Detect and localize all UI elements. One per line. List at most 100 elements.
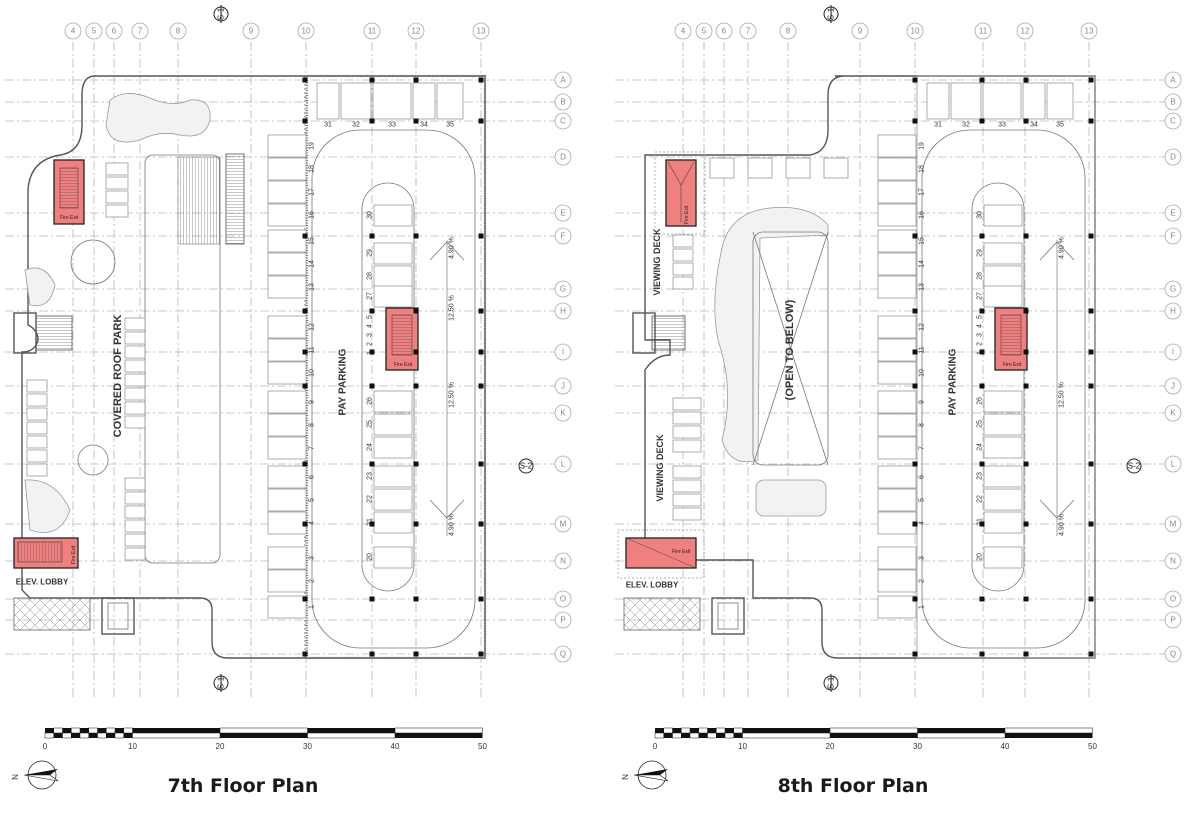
stall-number: 5 bbox=[919, 498, 926, 502]
section-marker-label: S-1 bbox=[217, 7, 226, 20]
column bbox=[1023, 521, 1029, 527]
column bbox=[302, 521, 308, 527]
parking-stall bbox=[124, 533, 146, 547]
scale-segment bbox=[132, 732, 221, 739]
stall-number: 9 bbox=[919, 400, 926, 404]
grid-row-label: P bbox=[560, 616, 565, 625]
parking-stall bbox=[373, 436, 413, 459]
scale-tick-label: 20 bbox=[826, 742, 835, 751]
column bbox=[1023, 118, 1029, 124]
stall-number: 2 bbox=[977, 342, 984, 346]
outer-wall bbox=[644, 75, 1096, 659]
parking-stall bbox=[877, 413, 917, 437]
column bbox=[478, 521, 484, 527]
column bbox=[979, 77, 985, 83]
scale-segment bbox=[917, 728, 1005, 733]
section-marker-label: S-1 bbox=[217, 676, 226, 689]
stair-core-west bbox=[13, 312, 37, 354]
stall-number: 20 bbox=[367, 553, 374, 561]
parking-stall bbox=[340, 82, 372, 120]
elevator-shaft bbox=[13, 597, 91, 631]
scale-segment bbox=[690, 728, 699, 733]
scale-segment bbox=[681, 733, 690, 738]
stall-number: 23 bbox=[367, 472, 374, 480]
grid-bubble-row bbox=[554, 112, 572, 130]
stair-treads bbox=[17, 541, 63, 563]
grid-col-label: 13 bbox=[477, 27, 486, 36]
scale-segment bbox=[106, 733, 115, 738]
grid-bubble-col bbox=[674, 22, 692, 40]
column bbox=[1088, 77, 1094, 83]
parking-stall bbox=[983, 265, 1023, 288]
column bbox=[369, 308, 375, 314]
north-arrow-tail bbox=[23, 774, 59, 782]
grid-col-label: 9 bbox=[249, 27, 254, 36]
parking-stall bbox=[877, 203, 917, 227]
parking-stall bbox=[983, 242, 1023, 265]
stall-number: 3 bbox=[309, 556, 316, 560]
column bbox=[979, 596, 985, 602]
north-arrow: N bbox=[621, 760, 669, 790]
column bbox=[979, 521, 985, 527]
column bbox=[302, 651, 308, 657]
parking-stall bbox=[877, 595, 917, 619]
grid-row-label: E bbox=[1170, 209, 1175, 218]
stall-number: 28 bbox=[367, 272, 374, 280]
column bbox=[912, 651, 918, 657]
column bbox=[979, 383, 985, 389]
north-arrow-head bbox=[634, 769, 668, 775]
fire-exit-stair-center: Fire Exit bbox=[994, 307, 1028, 371]
grid-col-label: 5 bbox=[702, 27, 707, 36]
stall-number: 11 bbox=[919, 346, 926, 353]
column bbox=[369, 651, 375, 657]
stall-number: 3 bbox=[977, 333, 984, 337]
planter-box bbox=[755, 479, 827, 517]
roof-edge bbox=[916, 75, 1096, 659]
column bbox=[302, 77, 308, 83]
grid-col-label: 8 bbox=[176, 27, 181, 36]
parking-stall bbox=[877, 275, 917, 299]
grid-row-label: C bbox=[560, 117, 566, 126]
parking-stall bbox=[124, 317, 146, 331]
column bbox=[302, 308, 308, 314]
stair-lines bbox=[667, 161, 695, 222]
parking-stall bbox=[877, 229, 917, 253]
scale-segment bbox=[917, 732, 1006, 739]
parking-stall bbox=[124, 359, 146, 373]
column bbox=[1023, 651, 1029, 657]
grid-bubble-row bbox=[554, 455, 572, 473]
parking-stall bbox=[26, 449, 48, 463]
parking-stall bbox=[823, 157, 849, 179]
stall-number: 19 bbox=[919, 142, 926, 150]
grid-bubble-col bbox=[906, 22, 924, 40]
column bbox=[369, 383, 375, 389]
column bbox=[369, 521, 375, 527]
north-label: N bbox=[11, 774, 20, 780]
scale-tick-label: 10 bbox=[738, 742, 747, 751]
stall-number: 17 bbox=[919, 188, 926, 196]
covered-roof-park-label: COVERED ROOF PARK bbox=[112, 315, 124, 438]
stall-number: 32 bbox=[962, 122, 970, 129]
grid-bubble-row bbox=[1164, 377, 1182, 395]
grid-col-label: 10 bbox=[911, 27, 920, 36]
column bbox=[413, 233, 419, 239]
parking-stall bbox=[26, 435, 48, 449]
column bbox=[1023, 349, 1029, 355]
fire-exit-label: Fire Exit bbox=[71, 545, 77, 564]
grid-row-label: N bbox=[560, 557, 566, 566]
scale-segment bbox=[307, 728, 395, 733]
structural-columns bbox=[912, 77, 1094, 657]
parking-stall bbox=[877, 361, 917, 385]
column bbox=[302, 118, 308, 124]
stall-number: 25 bbox=[977, 420, 984, 428]
grid-row-label: A bbox=[1170, 76, 1176, 85]
stall-number: 4 bbox=[309, 521, 316, 525]
column bbox=[478, 308, 484, 314]
column bbox=[979, 651, 985, 657]
parking-stall bbox=[373, 546, 413, 569]
column bbox=[413, 521, 419, 527]
planter bbox=[24, 267, 56, 307]
scale-segment bbox=[829, 727, 918, 734]
parking-stall bbox=[926, 82, 950, 120]
